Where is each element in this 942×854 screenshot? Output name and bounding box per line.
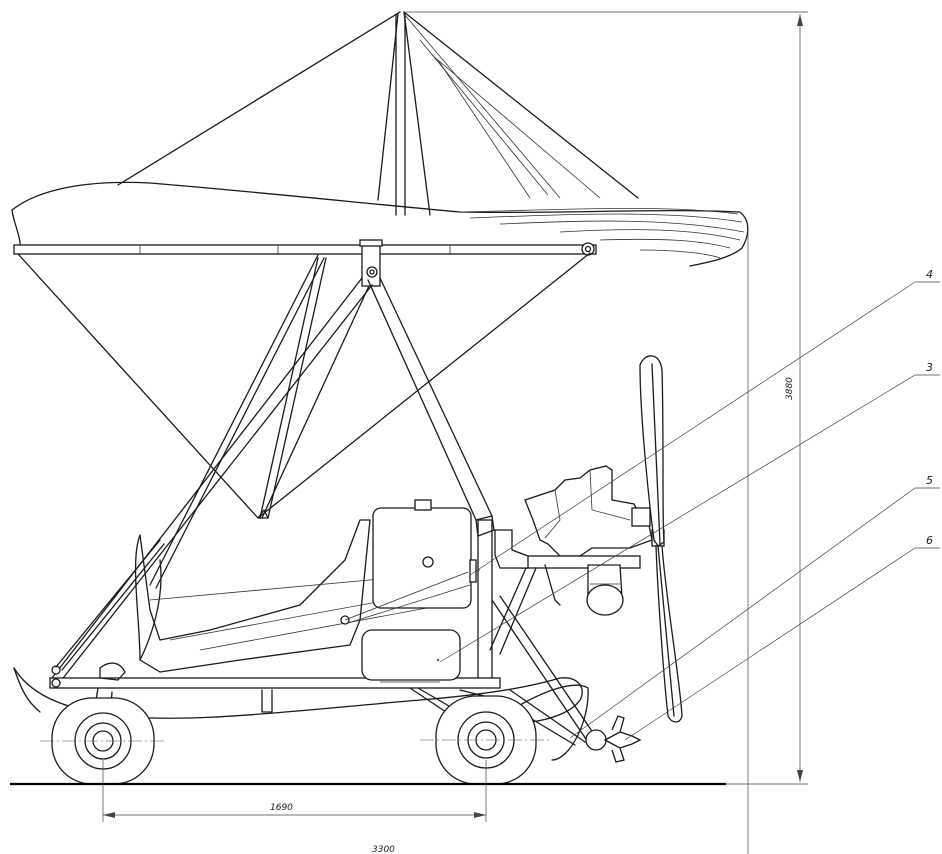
frame	[49, 254, 599, 746]
svg-text:3: 3	[926, 361, 933, 374]
wing	[11, 11, 749, 519]
callout-4: 4	[469, 268, 940, 576]
height-dimension: 3880	[406, 11, 808, 854]
callout-3: 3	[439, 361, 940, 663]
lower-tank	[361, 629, 461, 683]
rear-wheel	[420, 695, 550, 785]
wheelbase-dimension-label: 1690	[270, 803, 293, 813]
length-dimension-label: 3300	[372, 845, 395, 854]
fuel-tank	[340, 499, 477, 625]
svg-text:6: 6	[926, 534, 933, 547]
tail-hub	[585, 715, 642, 763]
height-dimension-label: 3880	[785, 377, 795, 400]
front-wheel	[40, 697, 165, 785]
callout-5: 5	[569, 474, 940, 739]
wheelbase-dimension: 1690	[102, 760, 487, 822]
callout-6: 6	[624, 534, 940, 741]
svg-text:5: 5	[926, 474, 933, 487]
propeller	[639, 355, 683, 723]
hang-bracket	[359, 239, 383, 287]
engine	[489, 465, 665, 655]
svg-text:4: 4	[926, 268, 933, 281]
